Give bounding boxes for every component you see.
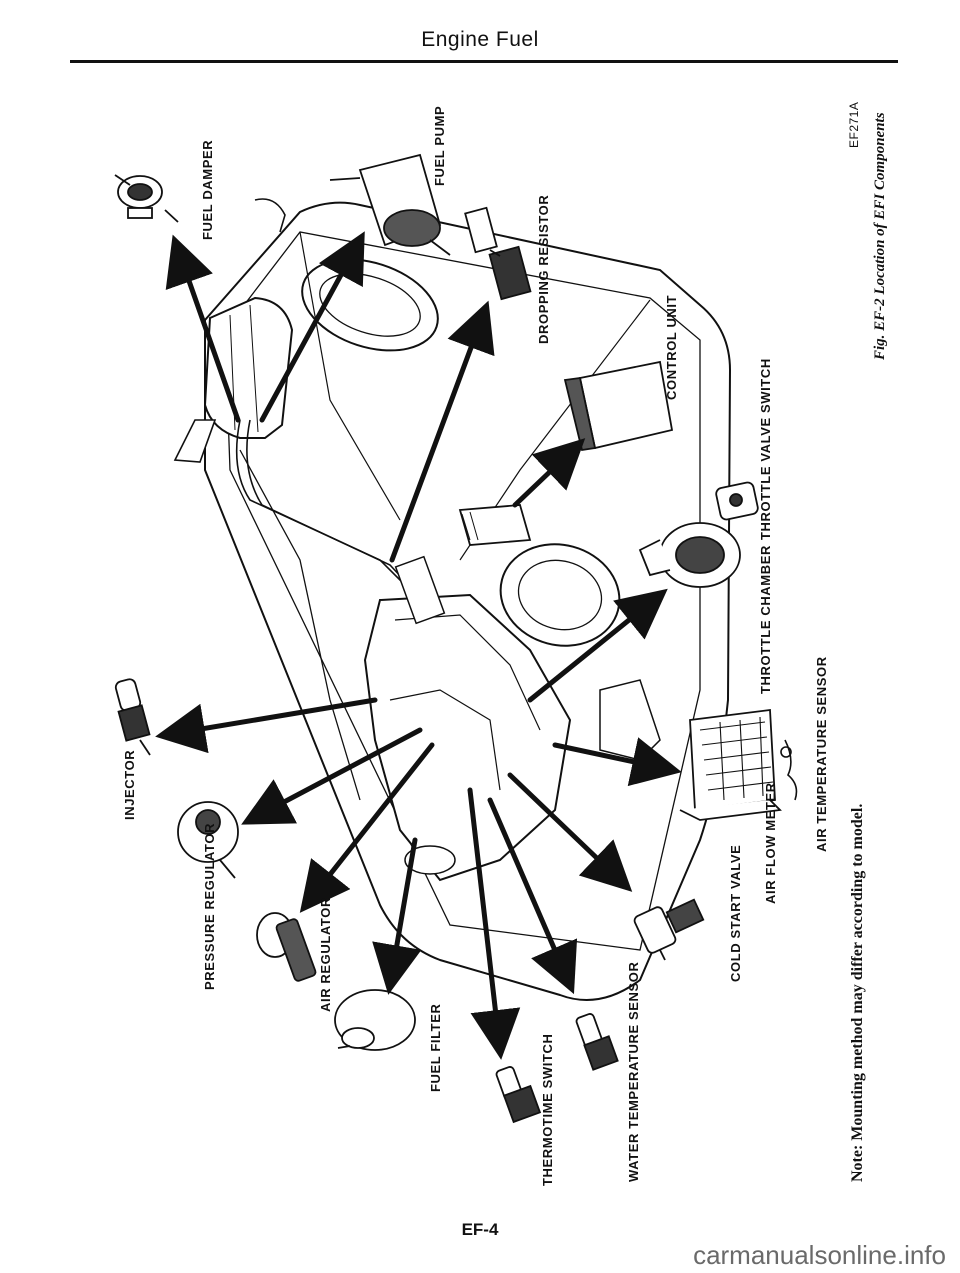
label-fuel-pump: FUEL PUMP [432, 106, 447, 186]
fuel-lines [235, 419, 429, 607]
fuel-filter-part [334, 989, 416, 1051]
label-air-temperature-sensor: AIR TEMPERATURE SENSOR [814, 656, 829, 852]
header-rule [70, 60, 898, 63]
air-temperature-sensor-part [780, 739, 798, 801]
water-temperature-sensor-part [575, 1013, 619, 1071]
engine-assembly [363, 555, 661, 882]
label-air-flow-meter: AIR FLOW METER [763, 782, 778, 904]
label-fuel-filter: FUEL FILTER [428, 1004, 443, 1092]
label-water-temperature-sensor: WATER TEMPERATURE SENSOR [626, 962, 641, 1182]
thermotime-switch-part [495, 1066, 542, 1124]
air-flow-meter-part [679, 708, 782, 821]
rear-wheel-well [301, 258, 439, 352]
pressure-regulator-part [177, 801, 239, 879]
label-pressure-regulator: PRESSURE REGULATOR [202, 823, 217, 990]
label-cold-start-valve: COLD START VALVE [728, 845, 743, 982]
arrow-fuel-filter [372, 837, 422, 995]
label-injector: INJECTOR [122, 750, 137, 820]
air-regulator-part [256, 912, 317, 982]
cold-start-valve-part [633, 898, 705, 961]
throttle-valve-switch-part [715, 481, 759, 521]
label-thermotime-switch: THERMOTIME SWITCH [540, 1034, 555, 1186]
arrow-injector [155, 697, 378, 754]
label-throttle-valve-switch: THROTTLE VALVE SWITCH [758, 358, 773, 540]
arrow-thermotime-switch [467, 787, 521, 1060]
label-control-unit: CONTROL UNIT [664, 295, 679, 400]
control-unit-in-car [458, 504, 532, 546]
figure-caption: Fig. EF-2 Location of EFI Components [872, 112, 888, 361]
label-throttle-chamber: THROTTLE CHAMBER [758, 545, 773, 694]
fuel-tank [173, 296, 294, 463]
throttle-chamber-part [638, 522, 741, 588]
dropping-resistor-part [464, 206, 532, 301]
arrow-throttle-chamber [527, 588, 668, 703]
arrow-water-temperature-sensor [487, 797, 578, 995]
label-fuel-damper: FUEL DAMPER [200, 140, 215, 240]
arrow-fuel-pump [259, 231, 365, 423]
label-air-regulator: AIR REGULATOR [318, 897, 333, 1012]
arrow-fuel-damper [165, 234, 241, 423]
arrow-dropping-resistor [389, 300, 495, 563]
label-dropping-resistor: DROPPING RESISTOR [536, 195, 551, 344]
control-unit-part [563, 360, 674, 452]
watermark: carmanualsonline.info [693, 1240, 946, 1270]
pointer-arrows [155, 231, 682, 1060]
page-number: EF-4 [461, 1220, 499, 1239]
figure-note: Note: Mounting method may differ accordi… [849, 804, 866, 1182]
arrow-control-unit [512, 438, 586, 508]
arrow-pressure-regulator [241, 727, 423, 825]
arrow-cold-start-valve [507, 772, 633, 892]
injector-part [114, 678, 151, 756]
fuel-pump-part [329, 153, 451, 256]
page-title: Engine Fuel [421, 28, 539, 51]
arrow-air-flow-meter [552, 737, 682, 787]
figure-code: EF271A [847, 102, 861, 148]
arrow-air-regulator [299, 742, 435, 913]
fuel-damper-part [114, 174, 179, 223]
